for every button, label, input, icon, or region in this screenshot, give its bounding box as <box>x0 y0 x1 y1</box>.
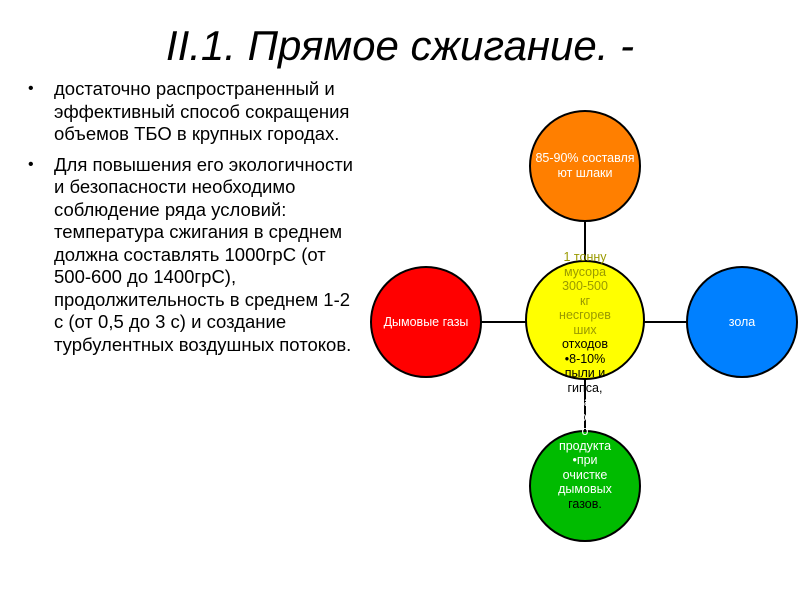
center-node-text: 1 тонну мусора 300-500 кг несгорев ших о… <box>529 250 641 511</box>
node-ash-label: зола <box>728 314 756 329</box>
center-line: мусора <box>563 264 607 279</box>
node-slag: 85-90% составля ют шлаки <box>529 110 641 222</box>
center-line: отходов <box>561 337 609 351</box>
center-line: несгорев <box>559 308 611 322</box>
center-line: о <box>581 424 589 438</box>
node-ash: зола <box>686 266 798 378</box>
center-line: побочног <box>558 409 612 424</box>
center-line: ших <box>573 322 597 337</box>
center-line: газов. <box>568 496 602 511</box>
center-line: 1 тонну <box>563 250 607 264</box>
center-line: пыли и <box>564 366 606 380</box>
node-flue-gases-label: Дымовые газы <box>383 314 469 329</box>
bullet-mark: • <box>28 155 34 173</box>
node-byproduct <box>529 430 641 542</box>
bullet-mark: • <box>28 80 34 97</box>
center-line: кг <box>579 293 591 308</box>
bullet-list: • достаточно распространенный и эффектив… <box>24 78 359 364</box>
center-line: •как <box>573 395 597 409</box>
center-line: гипса, <box>567 380 603 395</box>
bullet-item-conditions: • Для повышения его экологичности и безо… <box>24 154 359 357</box>
node-slag-label: 85-90% составля ют шлаки <box>535 151 635 180</box>
center-line: очистке <box>562 467 608 482</box>
center-line: 300-500 <box>562 279 608 293</box>
bullet-text: достаточно распространенный и эффективны… <box>54 78 350 144</box>
bullet-item-description: • достаточно распространенный и эффектив… <box>24 78 359 146</box>
center-line: продукта <box>558 438 612 453</box>
bullet-text: Для повышения его экологичности и безопа… <box>54 153 354 355</box>
center-line: •8-10% <box>564 351 606 366</box>
slide-title: II.1. Прямое сжигание. - <box>165 22 635 69</box>
center-line: •при <box>572 453 598 467</box>
center-line: дымовых <box>558 482 612 496</box>
node-flue-gases: Дымовые газы <box>370 266 482 378</box>
node-center-waste <box>525 260 645 380</box>
radial-diagram: 85-90% составля ют шлаки Дымовые газы зо… <box>370 110 798 570</box>
